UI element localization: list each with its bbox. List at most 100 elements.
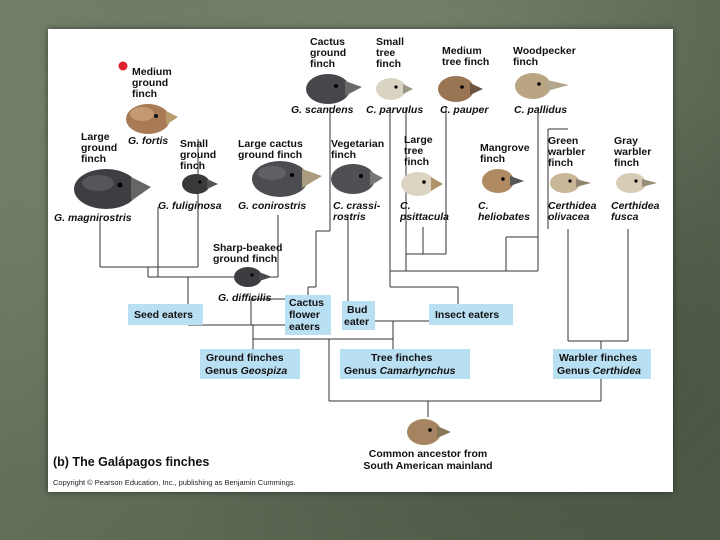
diet-box-cactus-flower-eaters: Cactus flower eaters — [285, 295, 331, 335]
finch-head-vegetarian — [331, 164, 383, 194]
svg-text:fusca: fusca — [611, 211, 639, 223]
finch-label-medium-ground: Medium ground finch G. fortis — [128, 66, 172, 147]
svg-text:heliobates: heliobates — [478, 211, 530, 223]
svg-text:Large: Large — [81, 131, 110, 143]
svg-text:G. difficilis: G. difficilis — [218, 292, 272, 304]
finch-label-cactus-ground: Cactus ground finch G. scandens — [291, 36, 354, 116]
svg-text:Insect eaters: Insect eaters — [435, 309, 499, 321]
finch-head-medium-tree — [438, 76, 483, 102]
panel-title: (b) The Galápagos finches — [53, 455, 209, 469]
finch-label-large-tree: Large tree finch C. psittacula — [399, 134, 449, 223]
genus-box-tree-finches: Tree finches Genus Camarhynchus — [340, 349, 470, 379]
svg-text:Vegetarian: Vegetarian — [331, 138, 384, 150]
finch-label-vegetarian: Vegetarian finch C. crassi- rostris — [331, 138, 384, 223]
finch-label-sharp-beaked: Sharp-beaked ground finch G. difficilis — [213, 242, 282, 304]
svg-text:C. parvulus: C. parvulus — [366, 104, 423, 116]
finch-phylogeny-diagram: Medium ground finch G. fortis Large grou… — [53, 36, 660, 487]
svg-text:C.: C. — [478, 200, 489, 212]
svg-text:Medium: Medium — [442, 45, 482, 57]
finch-head-large-ground — [74, 169, 151, 209]
svg-text:rostris: rostris — [333, 211, 366, 223]
finch-label-small-tree: Small tree finch C. parvulus — [366, 36, 423, 116]
svg-text:Cactus: Cactus — [310, 36, 345, 48]
svg-text:G. fuliginosa: G. fuliginosa — [158, 200, 222, 212]
finch-label-woodpecker: Woodpecker finch C. pallidus — [513, 45, 576, 116]
svg-text:Ground finches: Ground finches — [206, 352, 284, 364]
svg-text:finch: finch — [376, 58, 401, 70]
svg-text:finch: finch — [614, 157, 639, 169]
finch-head-small-ground — [182, 174, 218, 194]
svg-text:Woodpecker: Woodpecker — [513, 45, 576, 57]
svg-text:Small: Small — [180, 138, 208, 150]
copyright-text: Copyright © Pearson Education, Inc., pub… — [53, 478, 296, 487]
svg-text:ground: ground — [310, 47, 346, 59]
svg-text:tree: tree — [376, 47, 395, 59]
genus-box-warbler-finches: Warbler finches Genus Certhidea — [553, 349, 651, 379]
svg-text:psittacula: psittacula — [399, 211, 449, 223]
svg-text:eater: eater — [344, 316, 369, 328]
phylogeny-lines — [99, 107, 629, 417]
svg-text:Large: Large — [404, 134, 433, 146]
svg-text:Seed eaters: Seed eaters — [134, 309, 193, 321]
svg-text:Tree finches: Tree finches — [371, 352, 432, 364]
svg-text:warbler: warbler — [613, 146, 651, 158]
svg-text:Large cactus: Large cactus — [238, 138, 303, 150]
svg-text:finch: finch — [310, 58, 335, 70]
svg-text:Genus Geospiza: Genus Geospiza — [205, 365, 287, 377]
finch-head-gray-warbler — [616, 173, 657, 193]
finch-head-green-warbler — [550, 173, 591, 193]
svg-text:finch: finch — [513, 56, 538, 68]
svg-text:tree finch: tree finch — [442, 56, 489, 68]
svg-text:ground: ground — [132, 77, 168, 89]
svg-text:Genus Camarhynchus: Genus Camarhynchus — [344, 365, 456, 377]
svg-text:flower: flower — [289, 309, 320, 321]
svg-text:C. pauper: C. pauper — [440, 104, 489, 116]
svg-text:Common ancestor from: Common ancestor from — [369, 448, 487, 460]
finch-head-mangrove — [482, 169, 524, 193]
finch-head-ancestor — [407, 419, 451, 445]
svg-text:Certhidea: Certhidea — [611, 200, 660, 212]
svg-text:ground finch: ground finch — [238, 149, 302, 161]
finch-label-mangrove: Mangrove finch C. heliobates — [478, 142, 530, 223]
finch-head-large-cactus — [252, 161, 322, 197]
svg-text:finch: finch — [81, 153, 106, 165]
finch-head-sharp-beaked — [234, 267, 272, 287]
svg-text:olivacea: olivacea — [548, 211, 590, 223]
svg-text:ground: ground — [81, 142, 117, 154]
genus-box-ground-finches: Ground finches Genus Geospiza — [200, 349, 300, 379]
svg-text:Sharp-beaked: Sharp-beaked — [213, 242, 282, 254]
svg-text:Bud: Bud — [347, 304, 367, 316]
svg-text:Genus Certhidea: Genus Certhidea — [557, 365, 641, 377]
svg-text:G. magnirostris: G. magnirostris — [54, 212, 132, 224]
svg-text:Warbler finches: Warbler finches — [559, 352, 638, 364]
svg-text:Cactus: Cactus — [289, 297, 324, 309]
svg-text:C.: C. — [400, 200, 411, 212]
svg-text:G. conirostris: G. conirostris — [238, 200, 306, 212]
diet-box-bud-eater: Bud eater — [342, 301, 375, 330]
svg-text:Green: Green — [548, 135, 578, 147]
svg-text:Medium: Medium — [132, 66, 172, 78]
slide-panel: Medium ground finch G. fortis Large grou… — [48, 29, 673, 492]
svg-text:ground: ground — [180, 149, 216, 161]
finch-label-large-cactus: Large cactus ground finch G. conirostris — [238, 138, 306, 212]
finch-label-small-ground: Small ground finch G. fuliginosa — [158, 138, 222, 212]
finch-label-gray-warbler: Gray warbler finch Certhidea fusca — [611, 135, 660, 223]
finch-label-large-ground: Large ground finch G. magnirostris — [54, 131, 132, 224]
svg-text:finch: finch — [331, 149, 356, 161]
svg-text:Small: Small — [376, 36, 404, 48]
svg-text:eaters: eaters — [289, 321, 320, 333]
svg-text:G. scandens: G. scandens — [291, 104, 354, 116]
finch-head-medium-ground — [126, 104, 178, 134]
svg-text:finch: finch — [404, 156, 429, 168]
svg-text:Mangrove: Mangrove — [480, 142, 530, 154]
finch-head-cactus-ground — [306, 74, 362, 104]
svg-text:Certhidea: Certhidea — [548, 200, 597, 212]
ancestor-label: Common ancestor from South American main… — [363, 448, 492, 472]
svg-text:South American mainland: South American mainland — [363, 460, 492, 472]
svg-text:finch: finch — [548, 157, 573, 169]
svg-text:Gray: Gray — [614, 135, 638, 147]
diet-box-insect-eaters: Insect eaters — [429, 304, 513, 325]
svg-text:C. crassi-: C. crassi- — [333, 200, 381, 212]
finch-head-small-tree — [376, 78, 413, 100]
svg-text:finch: finch — [180, 160, 205, 172]
